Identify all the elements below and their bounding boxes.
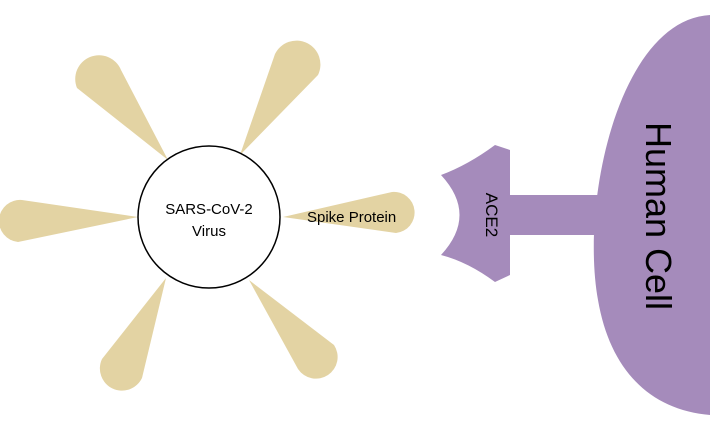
spike-lower-right	[249, 280, 338, 379]
spike-protein-label: Spike Protein	[307, 209, 396, 226]
spike-upper-left	[75, 55, 168, 160]
virus-label-line1: SARS-CoV-2	[165, 201, 253, 218]
spike-upper-right	[240, 40, 321, 155]
human-cell-label: Human Cell	[638, 122, 679, 310]
spike-lower-left	[99, 278, 166, 391]
human-cell-body	[593, 15, 710, 415]
ace2-stalk	[495, 195, 605, 235]
spike-left	[0, 199, 138, 242]
virus-label-line2: Virus	[192, 223, 226, 240]
virus-body	[137, 145, 281, 289]
ace2-label: ACE2	[482, 193, 501, 237]
ace2-receptor	[441, 145, 510, 282]
human-cell-group	[441, 15, 710, 415]
spike-right	[283, 191, 415, 233]
spike-proteins	[0, 40, 415, 391]
